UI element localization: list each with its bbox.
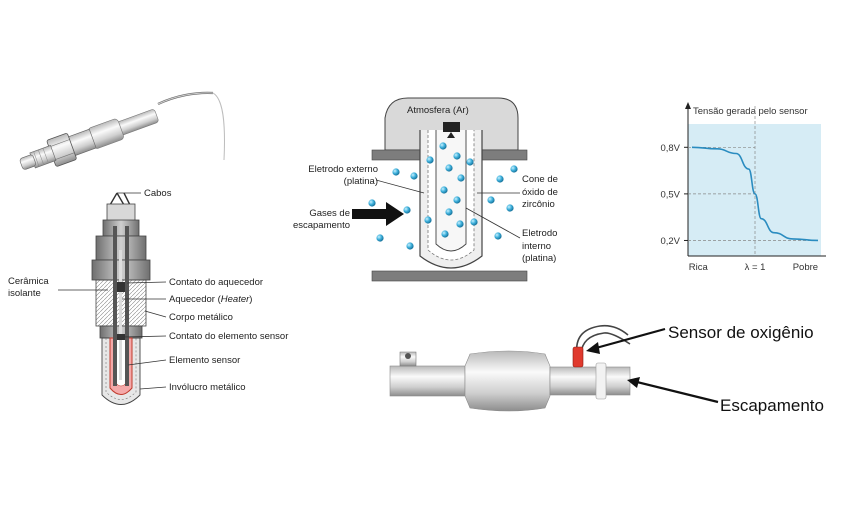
oxygen-dot <box>506 204 514 212</box>
oxygen-dot <box>376 234 384 242</box>
chart-plot-area <box>688 124 821 256</box>
sensor-cutaway <box>91 192 151 405</box>
oxygen-molecules <box>368 142 518 250</box>
oxygen-dot <box>466 158 474 166</box>
chart-series-line <box>691 146 819 242</box>
oxygen-dot <box>456 220 464 228</box>
oxygen-dot <box>410 172 418 180</box>
label-exhaust: Escapamento <box>720 396 824 415</box>
label-ceramic: Cerâmica isolante <box>8 276 49 299</box>
chart-y-tick-label: 0,5V <box>660 189 680 200</box>
arrow-exhaust <box>636 380 719 404</box>
label-heater-suffix: ) <box>249 294 252 305</box>
oxygen-dot <box>470 218 478 226</box>
label-outer-electrode: Eletrodo externo (platina) <box>308 164 378 187</box>
chart-x-tick-label: λ = 1 <box>745 262 766 273</box>
chart-x-tick-label: Pobre <box>793 262 818 273</box>
oxygen-dot <box>424 216 432 224</box>
label-heater-contact: Contato do aquecedor <box>169 277 263 288</box>
label-heater-prefix: Aquecedor ( <box>169 294 222 305</box>
chart-y-tick-label: 0,8V <box>660 143 680 154</box>
oxygen-dot <box>441 230 449 238</box>
oxygen-dot <box>487 196 495 204</box>
label-atmosphere: Atmosfera (Ar) <box>407 105 469 116</box>
chart-title: Tensão gerada pelo sensor <box>693 106 808 117</box>
oxygen-dot <box>494 232 502 240</box>
label-metal-body: Corpo metálico <box>169 312 233 323</box>
oxygen-dot <box>392 168 400 176</box>
oxygen-dot <box>453 152 461 160</box>
oxygen-dot <box>445 164 453 172</box>
oxygen-dot <box>440 186 448 194</box>
sensor-photo <box>19 91 225 170</box>
label-sensor-contact: Contato do elemento sensor <box>169 331 288 342</box>
principle-leader-lines <box>375 179 521 239</box>
exhaust-arrow <box>352 202 404 226</box>
oxygen-dot <box>457 174 465 182</box>
chart-y-tick-label: 0,2V <box>660 236 680 247</box>
label-heater-italic: Heater <box>221 294 250 305</box>
oxygen-dot <box>406 242 414 250</box>
oxygen-dot <box>439 142 447 150</box>
label-zirconia-cone: Cone de óxido de zircônio <box>522 174 558 210</box>
oxygen-dot <box>496 175 504 183</box>
principle-diagram <box>371 97 528 282</box>
chart-x-tick-label: Rica <box>689 262 709 273</box>
arrow-oxygen-sensor-head <box>586 342 600 354</box>
oxygen-dot <box>510 165 518 173</box>
exhaust-pipe-photo <box>389 324 631 412</box>
oxygen-dot <box>426 156 434 164</box>
oxygen-dot <box>403 206 411 214</box>
arrow-exhaust-head <box>627 377 640 388</box>
label-inner-electrode: Eletrodo interno (platina) <box>522 228 557 264</box>
label-heater: Aquecedor (Heater) <box>169 294 252 305</box>
oxygen-dot <box>368 199 376 207</box>
label-metal-housing: Invólucro metálico <box>169 382 246 393</box>
sensor-leader-lines <box>58 192 167 390</box>
arrow-oxygen-sensor <box>595 327 666 350</box>
oxygen-dot <box>453 196 461 204</box>
label-sensor-element: Elemento sensor <box>169 355 240 366</box>
chart-y-axis-arrow <box>685 102 691 109</box>
label-oxygen-sensor: Sensor de oxigênio <box>668 323 814 342</box>
label-exhaust-gases: Gases de escapamento <box>293 208 350 231</box>
oxygen-dot <box>445 208 453 216</box>
voltage-chart: Tensão gerada pelo sensor 0,8V 0,5V 0,2V R… <box>660 102 826 273</box>
label-cables: Cabos <box>144 188 172 199</box>
